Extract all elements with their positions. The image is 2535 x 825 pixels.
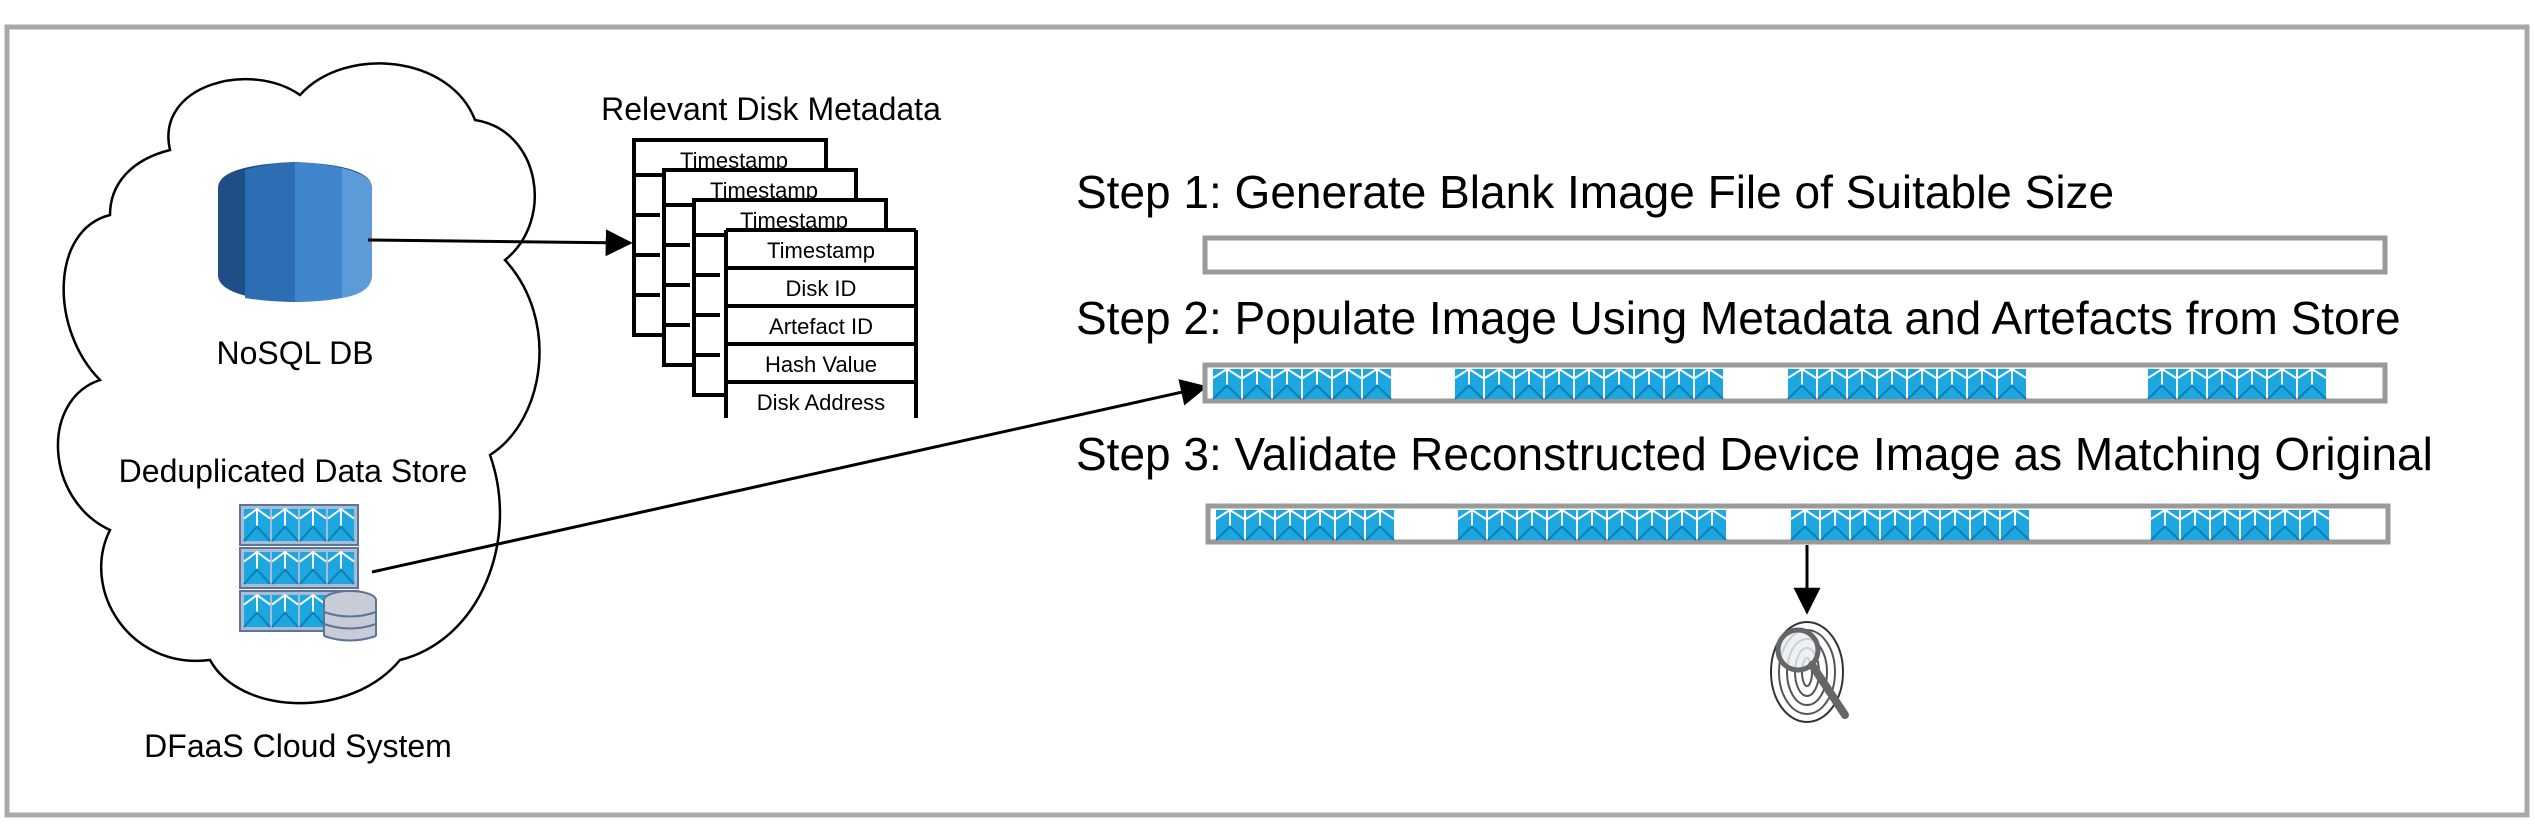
artefact-block-populated-2-5 (1937, 367, 1967, 400)
artefact-block-validated-3-3 (2240, 508, 2270, 541)
artefact-block-validated-0-0 (1215, 508, 1245, 541)
artefact-block-populated-3-3 (2237, 367, 2267, 400)
artefact-block-validated-0-4 (1335, 508, 1365, 541)
rack-block-2-2 (299, 593, 327, 628)
rack-block-1-2 (299, 550, 327, 585)
rack-block-2-1 (271, 593, 299, 628)
artefact-block-validated-2-1 (1820, 508, 1850, 541)
artefact-block-validated-1-2 (1517, 508, 1547, 541)
artefact-block-populated-1-7 (1664, 367, 1694, 400)
artefact-block-populated-2-1 (1817, 367, 1847, 400)
artefact-block-populated-3-1 (2177, 367, 2207, 400)
artefact-block-populated-2-7 (1997, 367, 2027, 400)
server-rack-icon (239, 504, 377, 642)
artefact-block-populated-2-6 (1967, 367, 1997, 400)
metadata-row-hash-value: Hash Value (765, 352, 877, 377)
artefact-block-validated-0-1 (1245, 508, 1275, 541)
rack-block-0-0 (243, 507, 271, 542)
artefact-block-populated-2-0 (1787, 367, 1817, 400)
artefact-block-validated-1-5 (1607, 508, 1637, 541)
metadata-row-timestamp: Timestamp (767, 238, 875, 263)
artefact-block-validated-0-3 (1305, 508, 1335, 541)
artefact-block-validated-2-5 (1940, 508, 1970, 541)
artefact-block-populated-0-4 (1332, 367, 1362, 400)
artefact-block-populated-0-0 (1212, 367, 1242, 400)
step-1-label: Step 1: Generate Blank Image File of Sui… (1076, 166, 2114, 218)
metadata-row-artefact-id: Artefact ID (769, 314, 873, 339)
artefact-block-populated-0-5 (1362, 367, 1392, 400)
artefact-block-populated-0-1 (1242, 367, 1272, 400)
metadata-title: Relevant Disk Metadata (601, 91, 941, 127)
artefact-block-populated-1-5 (1604, 367, 1634, 400)
artefact-block-populated-3-4 (2267, 367, 2297, 400)
artefact-block-validated-2-7 (2000, 508, 2030, 541)
artefact-block-populated-2-4 (1907, 367, 1937, 400)
artefact-block-populated-1-1 (1484, 367, 1514, 400)
artefact-block-validated-2-6 (1970, 508, 2000, 541)
artefact-block-populated-2-3 (1877, 367, 1907, 400)
artefact-block-validated-1-1 (1487, 508, 1517, 541)
rack-block-0-1 (271, 507, 299, 542)
rack-block-2-0 (243, 593, 271, 628)
artefact-block-populated-2-2 (1847, 367, 1877, 400)
rack-block-1-0 (243, 550, 271, 585)
artefact-block-populated-3-2 (2207, 367, 2237, 400)
artefact-block-validated-3-2 (2210, 508, 2240, 541)
rack-block-1-1 (271, 550, 299, 585)
arrow-db-to-metadata (367, 229, 633, 257)
fingerprint-magnifier-icon (1770, 621, 1849, 723)
rack-block-1-3 (327, 550, 355, 585)
step-2-label: Step 2: Populate Image Using Metadata an… (1076, 292, 2401, 344)
artefact-block-populated-3-0 (2147, 367, 2177, 400)
artefact-block-validated-2-0 (1790, 508, 1820, 541)
artefact-block-validated-3-1 (2180, 508, 2210, 541)
artefact-block-populated-1-8 (1694, 367, 1724, 400)
rack-block-0-3 (327, 507, 355, 542)
database-cylinder-icon (218, 162, 372, 302)
metadata-card-front: Timestamp Disk ID Artefact ID Hash Value… (724, 228, 918, 420)
nosql-label: NoSQL DB (216, 335, 373, 371)
artefact-block-validated-0-2 (1275, 508, 1305, 541)
artefact-block-validated-1-4 (1577, 508, 1607, 541)
artefact-block-validated-2-3 (1880, 508, 1910, 541)
artefact-block-populated-1-6 (1634, 367, 1664, 400)
step-3-label: Step 3: Validate Reconstructed Device Im… (1076, 428, 2433, 480)
artefact-block-populated-0-2 (1272, 367, 1302, 400)
image-bar-blank (1202, 235, 2388, 275)
artefact-block-validated-0-5 (1365, 508, 1395, 541)
metadata-row-disk-address: Disk Address (757, 390, 885, 415)
artefact-block-validated-2-4 (1910, 508, 1940, 541)
store-label: Deduplicated Data Store (119, 453, 468, 489)
cloud-shape (56, 62, 541, 705)
artefact-block-validated-3-0 (2150, 508, 2180, 541)
artefact-block-populated-1-2 (1514, 367, 1544, 400)
artefact-block-validated-1-7 (1667, 508, 1697, 541)
artefact-block-populated-1-4 (1574, 367, 1604, 400)
metadata-row-disk-id: Disk ID (786, 276, 857, 301)
artefact-block-validated-1-8 (1697, 508, 1727, 541)
rack-block-0-2 (299, 507, 327, 542)
artefact-block-validated-2-2 (1850, 508, 1880, 541)
cloud-label: DFaaS Cloud System (144, 728, 452, 764)
artefact-block-validated-1-6 (1637, 508, 1667, 541)
artefact-block-validated-1-3 (1547, 508, 1577, 541)
artefact-block-validated-3-4 (2270, 508, 2300, 541)
artefact-block-validated-1-0 (1457, 508, 1487, 541)
artefact-block-populated-1-0 (1454, 367, 1484, 400)
artefact-block-populated-1-3 (1544, 367, 1574, 400)
artefact-block-validated-3-5 (2300, 508, 2330, 541)
artefact-block-populated-3-5 (2297, 367, 2327, 400)
arrow-store-to-step2 (371, 379, 1208, 574)
artefact-block-populated-0-3 (1302, 367, 1332, 400)
